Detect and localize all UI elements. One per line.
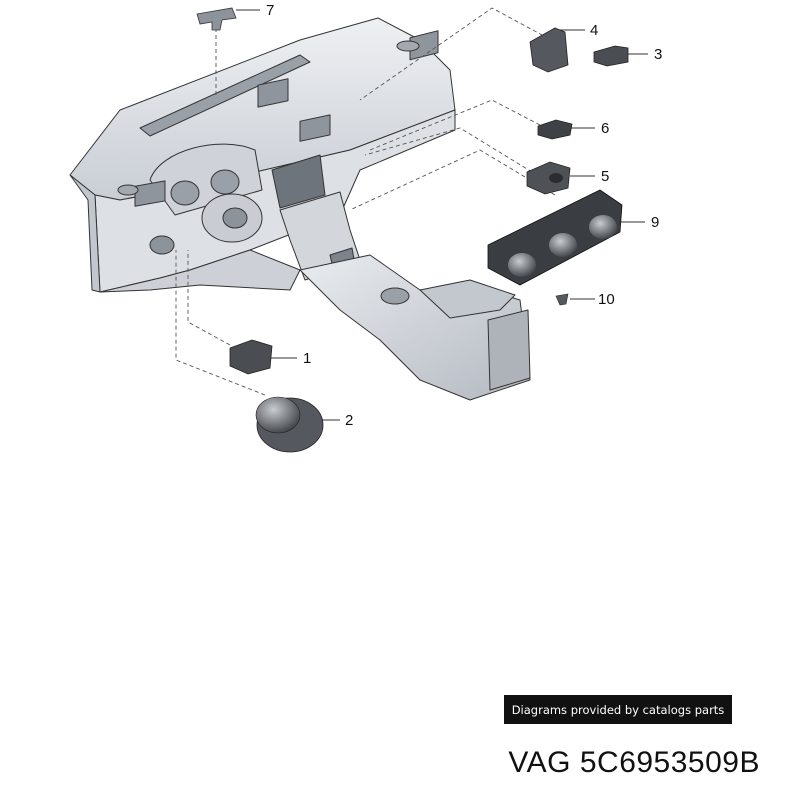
- callout-1: 1: [303, 350, 311, 367]
- part-number: VAG 5C6953509B: [508, 746, 760, 779]
- dash-switch-cluster: [149, 235, 175, 255]
- climate-knob-center: [549, 233, 577, 257]
- dashboard-illustration: [69, 17, 531, 401]
- leader-line-5: [364, 127, 533, 173]
- leader-line-4: [359, 7, 556, 101]
- gauge-right: [210, 169, 240, 195]
- callout-6: 6: [601, 120, 609, 137]
- callout-7: 7: [266, 2, 274, 19]
- callout-labels: 7 4 3 6 5 9 10 1 2: [266, 2, 662, 429]
- callout-9: 9: [651, 214, 659, 231]
- speaker-grille-right: [396, 40, 420, 52]
- dashboard-lower-left: [99, 249, 301, 293]
- climate-knob-right: [589, 215, 617, 239]
- speaker-grille-left: [117, 184, 139, 196]
- leader-lines: [175, 7, 556, 396]
- leader-line-2: [175, 250, 266, 396]
- part-2-light-switch-knob: [255, 396, 324, 453]
- center-vent-right: [299, 114, 331, 142]
- leader-line-6: [369, 99, 541, 151]
- side-vent-left: [134, 180, 166, 207]
- part-6-switch: [537, 119, 573, 140]
- defroster-vent: [139, 54, 311, 137]
- dashboard-left-cap: [69, 174, 101, 293]
- console-rear-panel: [487, 309, 531, 391]
- part-3-switch: [593, 45, 629, 67]
- callout-3: 3: [654, 46, 662, 63]
- climate-knob-left: [508, 253, 536, 277]
- part-5-socket-panel: [526, 161, 571, 195]
- gauge-left: [170, 180, 200, 206]
- callout-10: 10: [598, 291, 615, 308]
- source-banner: Diagrams provided by catalogs parts: [504, 695, 732, 724]
- part-7-bracket: [196, 7, 237, 31]
- callout-4: 4: [590, 22, 598, 39]
- console-armrest: [419, 279, 516, 319]
- part-1-switch: [229, 339, 273, 375]
- infotainment-screen: [271, 154, 326, 209]
- center-vent-left: [257, 78, 289, 108]
- leader-line-1: [187, 250, 231, 346]
- steering-hub: [222, 207, 248, 229]
- part-4-switch-panel: [529, 27, 569, 73]
- cupholder: [380, 287, 410, 305]
- part-10-screw: [555, 293, 569, 306]
- callout-5: 5: [601, 168, 609, 185]
- callout-2: 2: [345, 412, 353, 429]
- part-9-climate-control: [487, 189, 623, 286]
